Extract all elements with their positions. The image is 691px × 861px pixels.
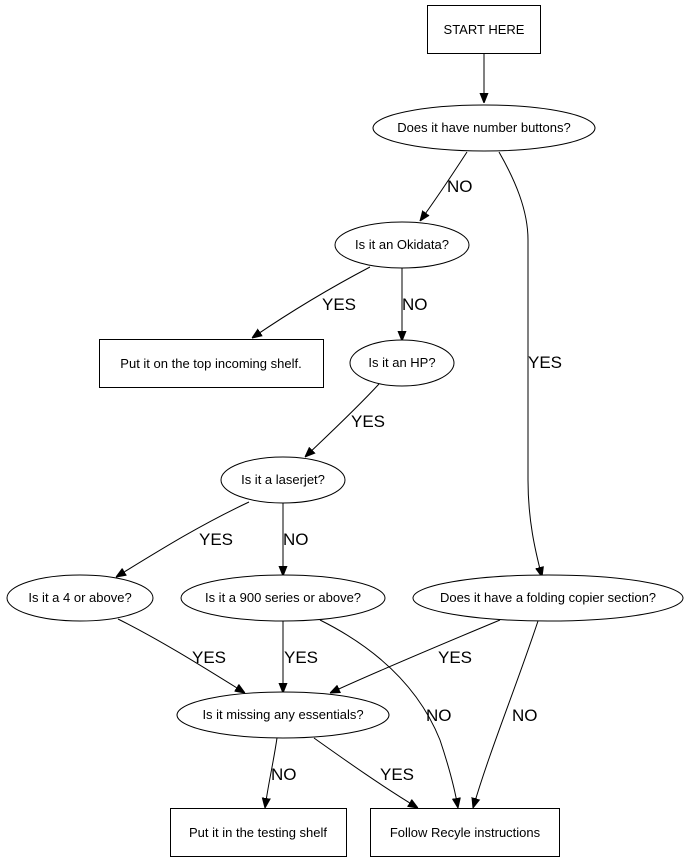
edge-label: YES [528,353,562,372]
edge-label: YES [322,295,356,314]
edge-label: YES [199,530,233,549]
node-label: Is it missing any essentials? [202,707,363,722]
edge-label: NO [271,765,297,784]
node-folding-copier: Does it have a folding copier section? [412,574,684,622]
edge-label: NO [512,706,538,725]
node-laserjet: Is it a laserjet? [220,456,346,504]
edge-folding-to-recycle [473,620,539,808]
edge-nine-hundred-to-recycle [319,619,458,808]
edge-labels: NO YES YES NO YES YES NO YES YES NO YES … [192,177,562,784]
node-label: START HERE [444,22,525,37]
edge-label: YES [284,648,318,667]
node-label: Put it on the top incoming shelf. [120,356,301,371]
edges [116,53,542,808]
edge-number-buttons-to-folding-copier [498,151,542,577]
node-recycle: Follow Recyle instructions [370,808,560,857]
node-label: Is it a 4 or above? [28,590,131,605]
edge-label: YES [351,412,385,431]
node-missing-essentials: Is it missing any essentials? [176,691,390,739]
node-label: Is it a 900 series or above? [205,590,361,605]
node-nine-hundred: Is it a 900 series or above? [180,574,386,622]
edge-folding-to-missing [330,619,501,693]
node-four-or-above: Is it a 4 or above? [6,574,154,622]
node-label: Is it an HP? [368,355,435,370]
edge-label: NO [447,177,473,196]
node-number-buttons: Does it have number buttons? [372,104,596,152]
edge-label: NO [283,530,309,549]
edge-hp-to-laserjet [305,383,380,457]
edge-label: YES [192,648,226,667]
node-label: Does it have a folding copier section? [440,590,656,605]
edge-four-to-missing [117,618,245,693]
node-testing-shelf: Put it in the testing shelf [170,808,347,857]
edge-label: YES [438,648,472,667]
edge-label: YES [380,765,414,784]
edge-label: NO [402,295,428,314]
node-top-shelf: Put it on the top incoming shelf. [99,339,324,388]
node-hp: Is it an HP? [349,339,455,387]
edge-label: NO [426,706,452,725]
node-label: Is it an Okidata? [355,237,449,252]
edge-laserjet-to-four [116,501,250,577]
edge-missing-to-recycle [313,737,418,808]
node-okidata: Is it an Okidata? [334,221,470,269]
node-label: Does it have number buttons? [397,120,570,135]
edge-number-buttons-to-okidata [420,151,468,221]
node-start: START HERE [427,5,541,54]
edge-okidata-to-top-shelf [252,266,371,338]
node-label: Follow Recyle instructions [390,825,541,840]
node-label: Put it in the testing shelf [189,825,327,840]
edge-missing-to-testing [265,737,278,808]
node-label: Is it a laserjet? [241,472,325,487]
